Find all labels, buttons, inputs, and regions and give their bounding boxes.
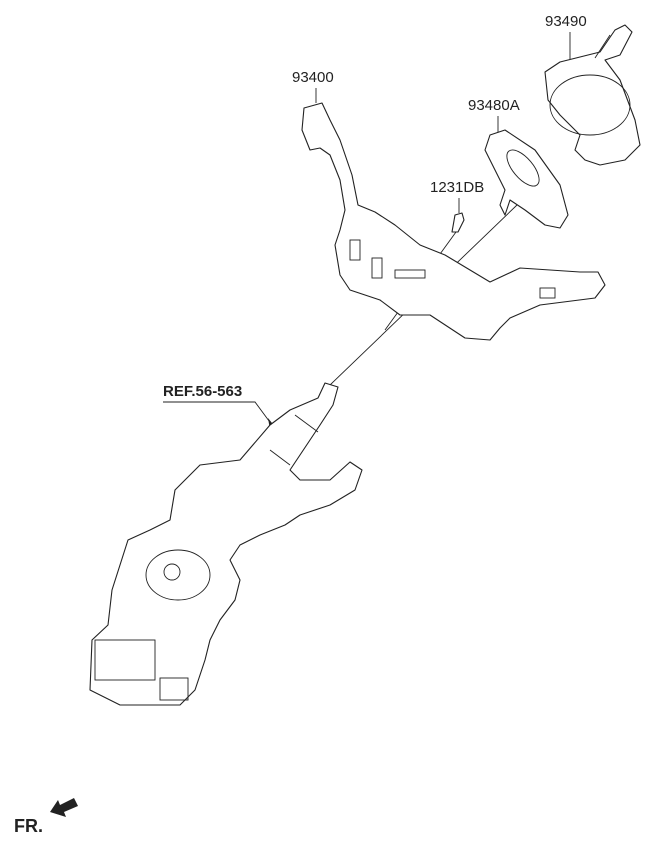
clock-spring-part <box>544 24 641 166</box>
label-1231db: 1231DB <box>430 179 485 196</box>
multifunction-switch-part <box>301 102 606 341</box>
label-ref-56-563: REF.56-563 <box>163 383 243 400</box>
screw-part <box>451 212 465 233</box>
label-93480a: 93480A <box>468 97 520 114</box>
label-93490: 93490 <box>545 13 587 30</box>
steering-column-part <box>89 382 363 706</box>
steering-angle-sensor-part <box>484 129 569 229</box>
label-93400: 93400 <box>292 69 334 86</box>
arrow-down-left-icon <box>50 798 78 817</box>
front-marker: FR. <box>14 816 43 836</box>
